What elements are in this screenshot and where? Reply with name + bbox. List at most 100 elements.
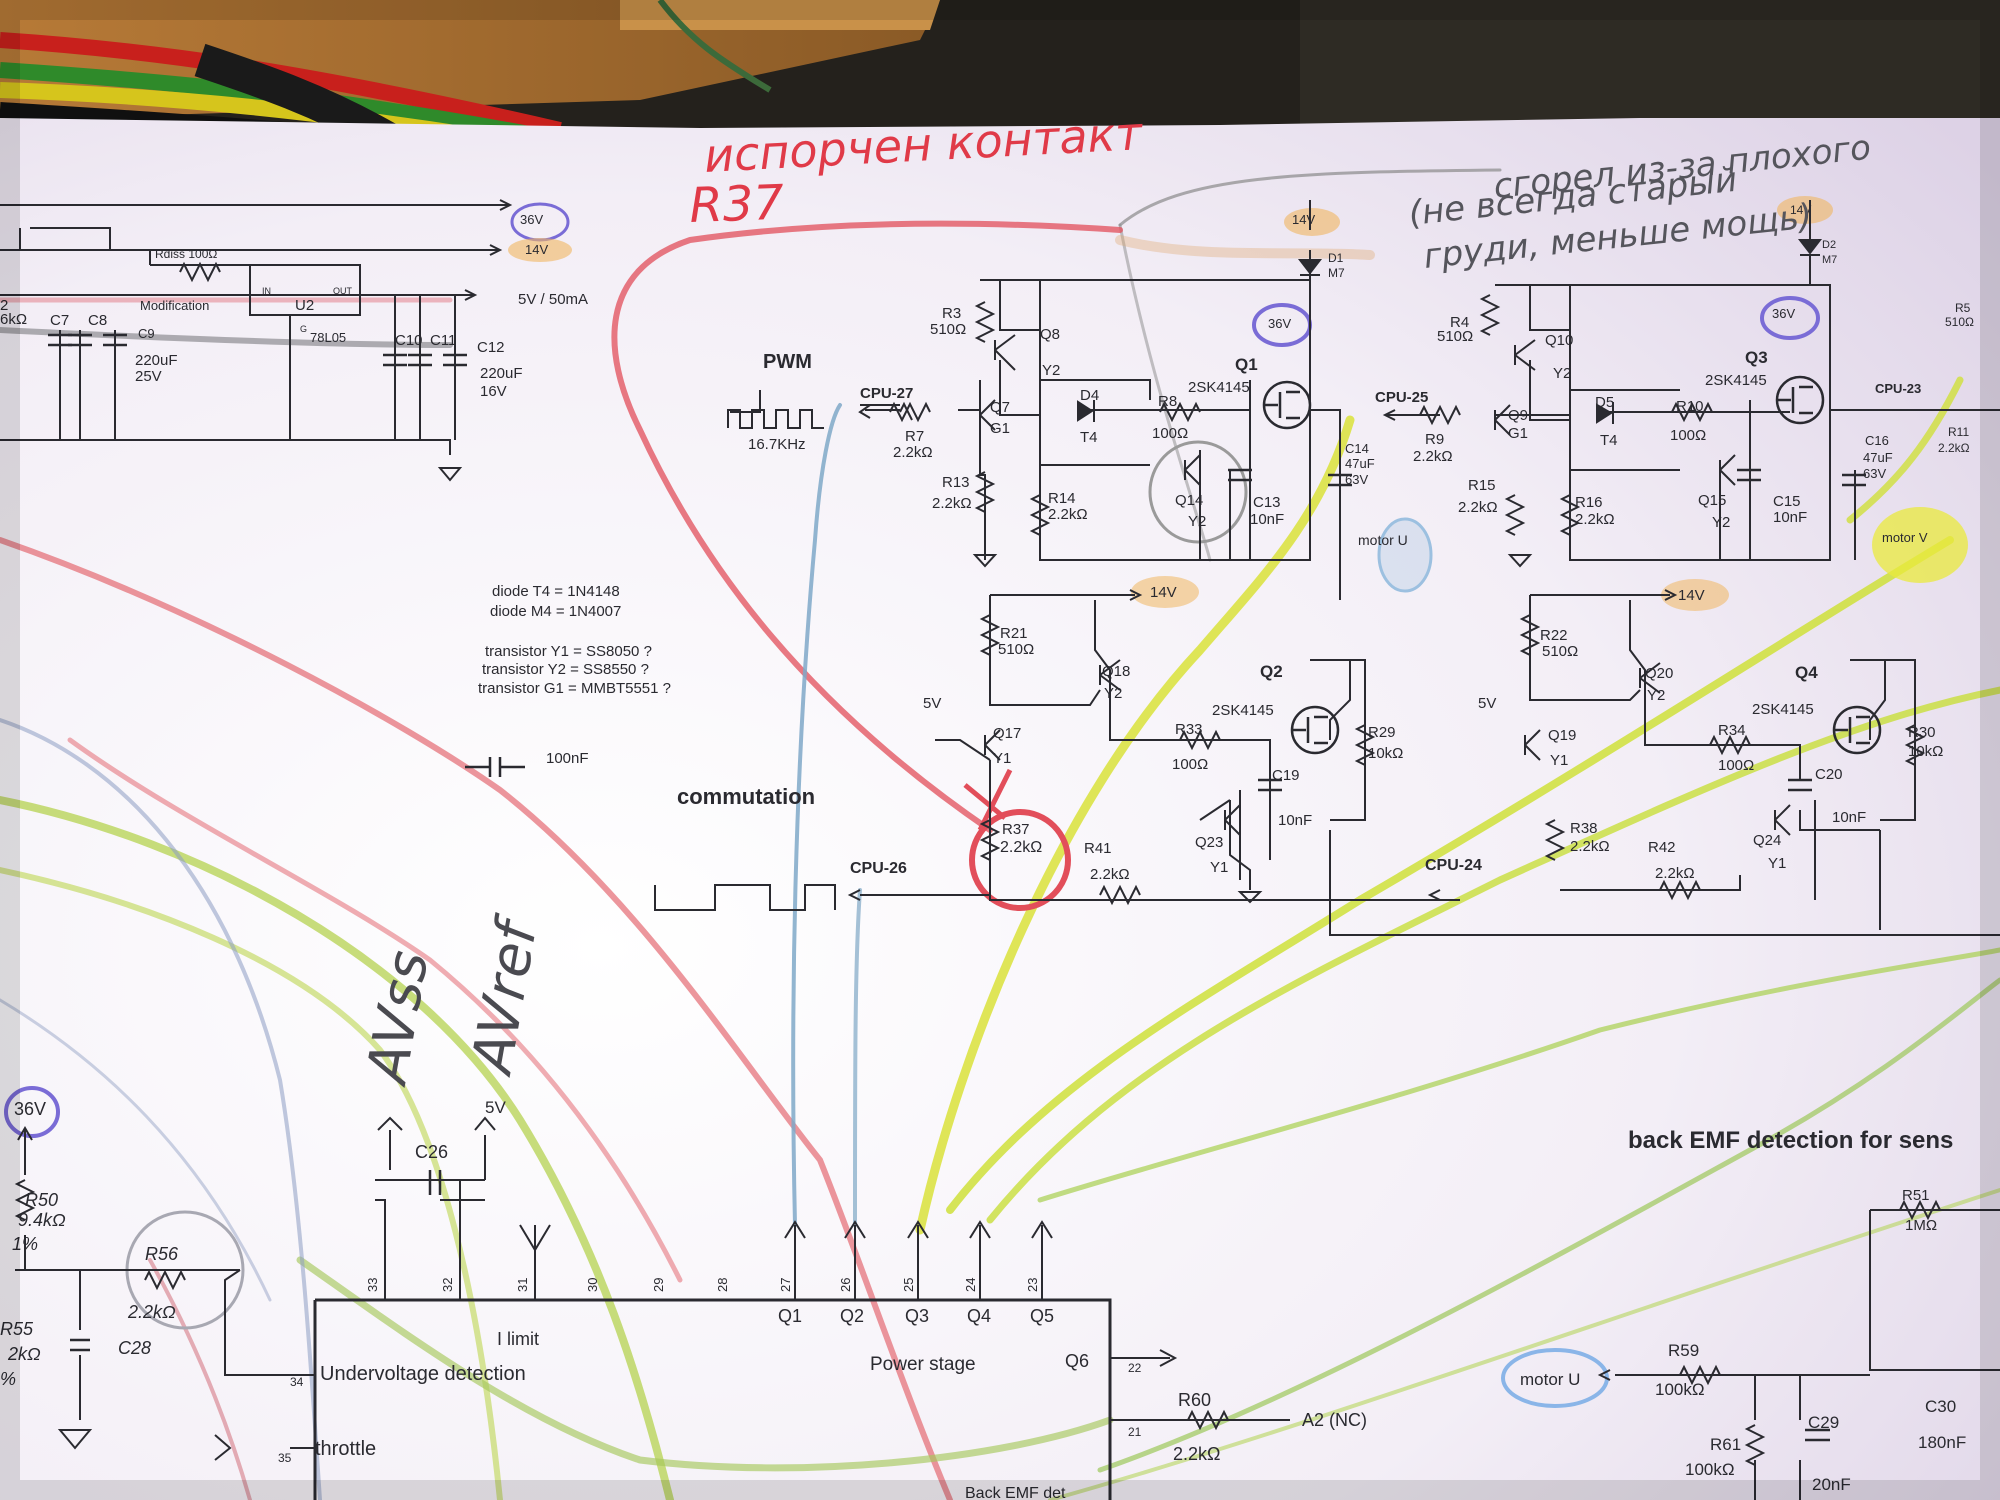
crayon-highlights xyxy=(4,196,1968,1408)
modification-label: Modification xyxy=(140,298,209,313)
c14-voltage: 63V xyxy=(1345,472,1368,487)
r60-value: 2.2kΩ xyxy=(1173,1444,1220,1464)
c11-label: C11 xyxy=(430,332,456,349)
cpu24-label: CPU-24 xyxy=(1425,857,1482,874)
r34-label: R34 xyxy=(1718,722,1746,739)
handwritten-r37-note: R37 xyxy=(688,175,785,234)
q2-14v-label: 14V xyxy=(1150,584,1177,601)
r50-label: R50 xyxy=(25,1190,58,1210)
bjt-symbols xyxy=(979,334,1791,836)
u2-part-label: 78L05 xyxy=(310,330,346,345)
c29-label: C29 xyxy=(1808,1413,1839,1432)
note-line-3: transistor Y1 = SS8050 ? xyxy=(485,643,652,660)
r51-value: 1MΩ xyxy=(1905,1217,1937,1234)
q8-type: Y2 xyxy=(1042,362,1060,379)
ic-back-emf: Back EMF det xyxy=(965,1485,1066,1500)
ic-pin-21: 21 xyxy=(1128,1425,1142,1439)
cpu25-label: CPU-25 xyxy=(1375,389,1428,406)
rdiss-label: Rdiss 100Ω xyxy=(155,247,217,261)
r2-label: 2 xyxy=(0,297,8,314)
r15-label: R15 xyxy=(1468,477,1496,494)
resistor-symbols xyxy=(14,261,1941,1466)
c13-value: 10nF xyxy=(1250,511,1284,528)
ground-symbols xyxy=(57,467,1533,1450)
q3-14v-label: 14V xyxy=(1790,203,1811,217)
r11-label: R11 xyxy=(1948,425,1969,439)
note-line-5: transistor G1 = MMBT5551 ? xyxy=(478,680,671,697)
r55-tolerance: % xyxy=(0,1369,16,1389)
r55-label: R55 xyxy=(0,1319,34,1339)
c7-label: C7 xyxy=(50,312,69,329)
q9-type: G1 xyxy=(1508,425,1528,442)
q14-label: Q14 xyxy=(1175,492,1203,509)
r37-label: R37 xyxy=(1002,821,1030,838)
r38-label: R38 xyxy=(1570,820,1598,837)
c26-label: C26 xyxy=(415,1142,448,1162)
d4-label: D4 xyxy=(1080,387,1099,404)
q19-5v-label: 5V xyxy=(1478,695,1496,712)
u2-out-label: OUT xyxy=(333,286,353,296)
q2-part: 2SK4145 xyxy=(1212,702,1274,719)
r38-value: 2.2kΩ xyxy=(1570,838,1610,855)
ic-pin-24: 24 xyxy=(963,1278,978,1292)
ic-undervoltage: Undervoltage detection xyxy=(320,1363,526,1385)
q18-type: Y2 xyxy=(1104,685,1122,702)
r50-value: 9.4kΩ xyxy=(18,1210,66,1230)
pwm-label: PWM xyxy=(763,351,812,373)
r60-label: R60 xyxy=(1178,1390,1211,1410)
r56-label: R56 xyxy=(145,1244,179,1264)
q23-label: Q23 xyxy=(1195,834,1223,851)
c16-label: C16 xyxy=(1865,433,1889,448)
ic-out-q5: Q5 xyxy=(1030,1306,1054,1326)
r22-value: 510Ω xyxy=(1542,643,1578,660)
d2-label: D2 xyxy=(1822,239,1836,251)
pwm-waveform xyxy=(727,409,824,429)
q3-36v-label: 36V xyxy=(1772,306,1795,321)
c19-value: 10nF xyxy=(1278,812,1312,829)
q20-type: Y2 xyxy=(1647,687,1665,704)
q23-type: Y1 xyxy=(1210,859,1228,876)
q15-type: Y2 xyxy=(1712,514,1730,531)
c15-label: C15 xyxy=(1773,493,1801,510)
c13-label: C13 xyxy=(1253,494,1281,511)
r15-value: 2.2kΩ xyxy=(1458,499,1498,516)
ic-pin-34: 34 xyxy=(290,1375,304,1389)
r61-value: 100kΩ xyxy=(1685,1460,1735,1479)
mosfet-symbols xyxy=(1262,375,1882,755)
r4-label: R4 xyxy=(1450,314,1469,331)
ic-out-q3: Q3 xyxy=(905,1306,929,1326)
r11-value: 2.2kΩ xyxy=(1938,441,1970,455)
u2-in-label: IN xyxy=(262,286,271,296)
q15-label: Q15 xyxy=(1698,492,1726,509)
ic-pin-29: 29 xyxy=(651,1278,666,1292)
ic-pin-31: 31 xyxy=(515,1278,530,1292)
r8-value: 100Ω xyxy=(1152,425,1188,442)
q2-label: Q2 xyxy=(1260,662,1283,681)
c28-label: C28 xyxy=(118,1338,151,1358)
note-line-1: diode T4 = 1N4148 xyxy=(492,583,620,600)
r59-value: 100kΩ xyxy=(1655,1380,1705,1399)
cpu26-label: CPU-26 xyxy=(850,860,907,877)
q7-label: Q7 xyxy=(990,399,1010,416)
c15-value: 10nF xyxy=(1773,509,1807,526)
crayon-traces xyxy=(0,168,2000,1500)
q19-label: Q19 xyxy=(1548,727,1576,744)
c9-voltage: 25V xyxy=(135,368,162,385)
q1-14v-label: 14V xyxy=(1292,212,1315,227)
r7-value: 2.2kΩ xyxy=(893,444,933,461)
q17-5v-label: 5V xyxy=(923,695,941,712)
r51-label: R51 xyxy=(1902,1187,1930,1204)
ic-pin-33: 33 xyxy=(365,1278,380,1292)
r16-value: 2.2kΩ xyxy=(1575,511,1615,528)
ic-pin-26: 26 xyxy=(838,1278,853,1292)
q18-label: Q18 xyxy=(1102,663,1130,680)
q17-type: Y1 xyxy=(993,750,1011,767)
d5-label: D5 xyxy=(1595,394,1614,411)
r14-label: R14 xyxy=(1048,490,1076,507)
q17-label: Q17 xyxy=(993,725,1021,742)
r9-value: 2.2kΩ xyxy=(1413,448,1453,465)
r41-label: R41 xyxy=(1084,840,1112,857)
u2-gnd-label: G xyxy=(300,324,307,334)
ic-pin-30: 30 xyxy=(585,1278,600,1292)
c12-value: 220uF xyxy=(480,365,523,382)
